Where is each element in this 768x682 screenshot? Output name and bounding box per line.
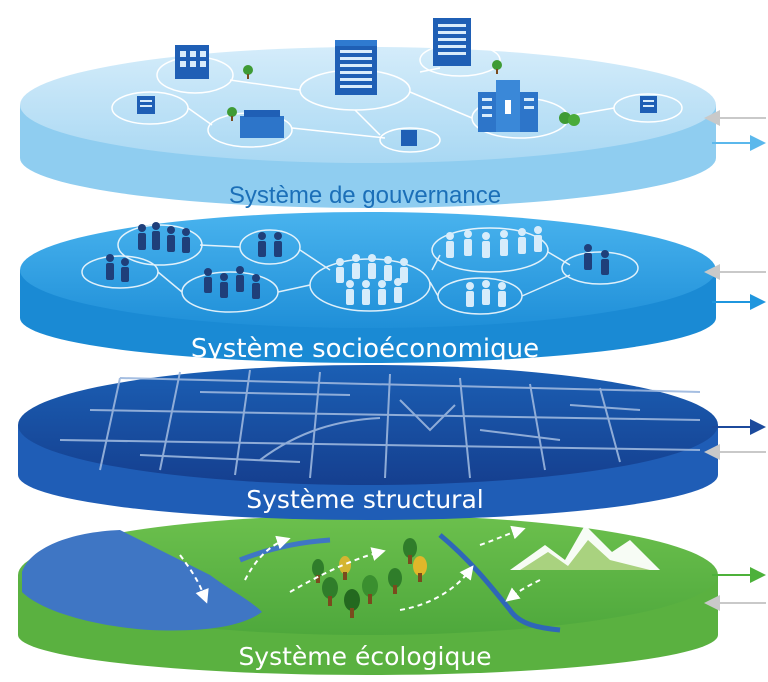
street-map — [59, 369, 701, 479]
people-icon — [106, 222, 609, 307]
layer-socioeconomic — [20, 212, 716, 363]
network-links — [81, 224, 639, 315]
side-arrows — [704, 110, 766, 611]
ecological-label: Système écologique — [238, 642, 492, 671]
layer-governance — [20, 18, 716, 208]
tree-icon — [227, 60, 580, 126]
structural-label: Système structural — [246, 485, 484, 514]
layer-structural — [18, 365, 718, 520]
socioeconomic-label: Système socioéconomique — [190, 334, 540, 364]
building-icon — [137, 18, 657, 146]
tree-icon — [312, 538, 427, 618]
river-icon — [22, 530, 262, 631]
governance-label: Système de gouvernance — [228, 182, 502, 209]
flow-arrows — [179, 525, 541, 611]
layer-ecological — [18, 515, 718, 675]
